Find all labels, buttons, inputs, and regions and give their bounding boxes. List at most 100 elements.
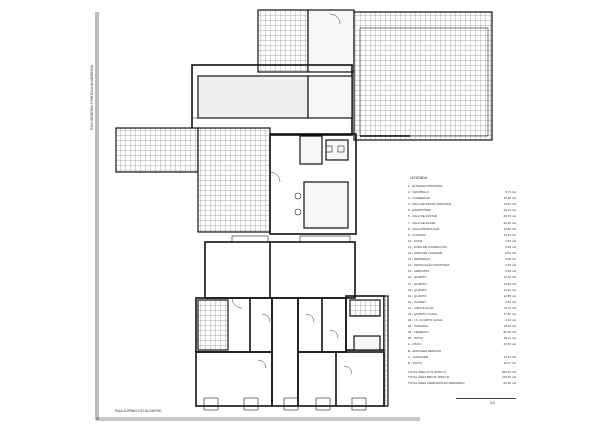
legend-title: LEGENDA: [410, 176, 428, 180]
legend-label: 23 - I.S. QUARTO CASAL: [408, 318, 443, 323]
legend-label: 19 - QUARTO: [408, 293, 427, 298]
rooms-middle: [204, 235, 356, 299]
legend-row: 18 - QUARTO 12.92 m2: [408, 287, 516, 293]
wing-left: [115, 127, 271, 233]
legend-label: 22 - QUARTO CASAL: [408, 311, 438, 316]
room-top-center: [307, 9, 355, 73]
street-label-vertical: RUA GENERAL PORTELA ALVARENGA: [90, 64, 94, 130]
legend-label: TOTAL ÁREA (ARRUMOS EXTERIORES): [408, 380, 465, 385]
legend-label: 6 - SALA DE JANTAR: [408, 214, 438, 219]
legend-label: 14 - INSTALAÇÃO SANITÁRIA: [408, 263, 450, 268]
legend-value: 4.22 m2: [505, 318, 516, 323]
legend-value: 3.96 m2: [505, 257, 516, 262]
legend-label: 21 - CIRCULAÇÃO: [408, 305, 434, 310]
legend-label: 9 - COZINHA: [408, 232, 426, 237]
legend-label: 25 - TERRAÇO: [408, 330, 429, 335]
legend-label: TOTAL ÁREA ÚTIL (PISO 0): [408, 369, 446, 374]
legend-label: 15 - ARRUMOS: [408, 269, 430, 274]
legend-label: 7 - SALA DE ESTAR: [408, 220, 436, 225]
property-lines: [95, 12, 420, 421]
legend-value: 34.46 m2: [503, 220, 516, 225]
legend-row: 5 - ESCRITÓRIO 19.43 m2: [408, 207, 516, 213]
legend-label: TOTAL ÁREA BRUTA (PISO 0): [408, 375, 450, 380]
legend-value: 14.07 m2: [503, 360, 516, 365]
legend-row: 22 - QUARTO CASAL 17.62 m2: [408, 311, 516, 317]
legend-value: 3.81 m2: [505, 299, 516, 304]
legend-row: 7 - SALA DE ESTAR 34.46 m2: [408, 220, 516, 226]
garage-block: [345, 295, 389, 407]
bedrooms-bottom: [195, 351, 385, 411]
legend-row: TOTAL ÁREA BRUTA (PISO 0)476.00 m2: [408, 375, 516, 380]
street-label-bottom: RUA JORNAL DO ALGARVE: [115, 409, 162, 413]
rooms-lower-right: [297, 297, 347, 353]
legend-value: 24.53 m2: [503, 342, 516, 347]
legend-row: 23 - I.S. QUARTO CASAL 4.22 m2: [408, 317, 516, 323]
legend-label: 26 - PÁTIO: [408, 336, 424, 341]
legend-row: 6 - SALA DE JANTAR 26.76 m2: [408, 213, 516, 219]
legend-value: 19.04 m2: [503, 324, 516, 329]
legend-value: 7.81 m2: [505, 238, 516, 243]
legend-label: 4 - SALA DE ESTAR (PRIVADA): [408, 202, 452, 207]
legend-label: 10 - COPA: [408, 238, 423, 243]
legend-row: B - ENTRADA SERVIÇO: [408, 348, 516, 354]
legend-value: 19.43 m2: [503, 208, 516, 213]
page-number: 1/3: [490, 401, 495, 405]
legend-value: 12.85 m2: [503, 293, 516, 298]
door-swings: [231, 171, 353, 375]
legend-row: 19 - QUARTO 12.85 m2: [408, 293, 516, 299]
legend-row: TOTAL ÁREA (ARRUMOS EXTERIORES) 22.90 m2: [408, 381, 516, 386]
legend-row: 24 - VARANDA 19.04 m2: [408, 323, 516, 329]
legend-label: C - GARAGEM: [408, 354, 429, 359]
legend-label: 18 - QUARTO: [408, 287, 427, 292]
legend-value: 14.70 m2: [503, 275, 516, 280]
legend-value: 22.90 m2: [503, 380, 516, 385]
rooms-lower-left: [195, 297, 273, 353]
legend-value: 18.62 m2: [503, 202, 516, 207]
legend-label: 2 - VESTÍBULO: [408, 190, 430, 195]
legend-row: 1 - ENTRADA PRINCIPAL: [408, 183, 516, 189]
hall-block: [191, 64, 353, 136]
legend-row: 13 - DESPENSA 3.96 m2: [408, 256, 516, 262]
legend-row: 4 - SALA DE ESTAR (PRIVADA) 18.62 m2: [408, 201, 516, 207]
legend-value: 16.82 m2: [503, 226, 516, 231]
scale-bar: [456, 398, 516, 399]
legend-value: 13.61 m2: [503, 232, 516, 237]
legend-label: 17 - QUARTO: [408, 281, 427, 286]
legend-value: 26.76 m2: [503, 214, 516, 219]
legend-label: B - ENTRADA SERVIÇO: [408, 348, 442, 353]
legend-row: 9 - COZINHA 13.61 m2: [408, 232, 516, 238]
legend-value: 12.92 m2: [503, 287, 516, 292]
legend-label: 5 - ESCRITÓRIO: [408, 208, 432, 213]
legend-value: 14.29 m2: [503, 281, 516, 286]
legend-row: 12 - ZONA DE LAVAGEM 6.54 m2: [408, 250, 516, 256]
legend-row: 10 - COPA 7.81 m2: [408, 238, 516, 244]
legend-value: 5.93 m2: [505, 244, 516, 249]
courtyard-top-left: [257, 9, 309, 73]
legend-value: 17.62 m2: [503, 311, 516, 316]
legend-label: 13 - DESPENSA: [408, 257, 431, 262]
legend-value: 6.54 m2: [505, 251, 516, 256]
legend-label: A - PÁTIO: [408, 342, 422, 347]
legend-row: 26 - PÁTIO 39.11 m2: [408, 335, 516, 341]
legend-label: 3 - CORREDOR: [408, 196, 430, 201]
legend-value: 39.11 m2: [503, 336, 516, 341]
legend-value: 5.26 m2: [505, 269, 516, 274]
terrace-right: [353, 11, 493, 141]
legend-value: 52.05 m2: [503, 330, 516, 335]
legend-label: 12 - ZONA DE LAVAGEM: [408, 251, 443, 256]
legend-label: 24 - VARANDA: [408, 324, 429, 329]
legend-row: A - PÁTIO 24.53 m2: [408, 341, 516, 347]
legend-label: 1 - ENTRADA PRINCIPAL: [408, 184, 443, 188]
